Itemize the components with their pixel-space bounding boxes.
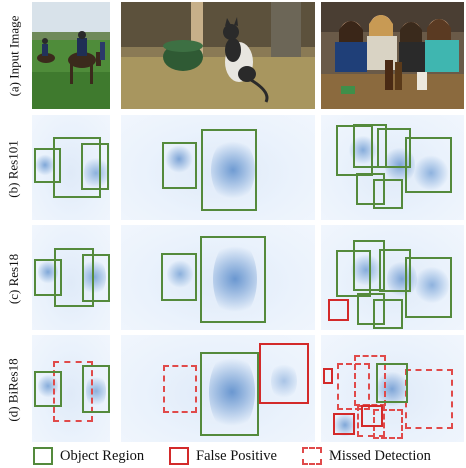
object-region-box xyxy=(353,124,387,168)
horse-riders-illustration xyxy=(32,2,110,109)
object-region-box xyxy=(54,248,94,307)
heatmap-res101-cat xyxy=(121,115,315,220)
heatmap-res101-horse xyxy=(32,115,110,220)
missed-detection-swatch xyxy=(302,447,322,465)
legend-item-false-positive: False Positive xyxy=(169,446,277,466)
row-label-res101: (b) Res101 xyxy=(6,139,22,198)
false-positive-box xyxy=(333,413,355,435)
object-region-box xyxy=(162,142,197,189)
object-region-box xyxy=(82,254,110,302)
object-region-box xyxy=(161,253,197,301)
photo-cat-barn xyxy=(121,2,315,109)
missed-detection-box xyxy=(405,369,453,429)
object-region-swatch xyxy=(33,447,53,465)
object-region-box xyxy=(353,240,385,291)
false-positive-box xyxy=(328,299,349,321)
women-table-illustration xyxy=(321,2,464,109)
photo-horse-riders xyxy=(32,2,110,109)
heatmap-res18-horse xyxy=(32,225,110,330)
legend-label-object-region: Object Region xyxy=(60,447,145,464)
photo-women-table xyxy=(321,2,464,109)
object-region-box xyxy=(201,129,257,211)
object-region-box xyxy=(377,128,411,168)
heatmap-res18-cat xyxy=(121,225,315,330)
missed-detection-box xyxy=(163,365,197,413)
object-region-box xyxy=(373,299,403,329)
object-region-box xyxy=(405,257,452,318)
row-label-input-image: (a) Input Image xyxy=(6,15,22,97)
object-region-box xyxy=(200,236,266,323)
missed-detection-box xyxy=(53,361,93,422)
row-label-bires18: (d) BiRes18 xyxy=(6,357,22,422)
row-label-res18: (c) Res18 xyxy=(6,253,21,304)
object-region-box xyxy=(376,363,408,403)
legend-item-missed-detection: Missed Detection xyxy=(302,446,431,466)
legend-label-false-positive: False Positive xyxy=(196,447,277,464)
heatmap-bires18-horse xyxy=(32,335,110,442)
object-region-box xyxy=(356,173,385,205)
legend: Object Region False Positive Missed Dete… xyxy=(0,444,466,468)
false-positive-box xyxy=(323,368,333,384)
object-region-box xyxy=(379,249,411,292)
heatmap-res101-people xyxy=(321,115,464,220)
object-region-box xyxy=(53,137,101,198)
heatmap-bires18-people xyxy=(321,335,464,442)
legend-item-object-region: Object Region xyxy=(33,446,144,466)
false-positive-box xyxy=(361,405,383,427)
object-region-box xyxy=(373,179,403,209)
legend-label-missed-detection: Missed Detection xyxy=(329,447,431,464)
false-positive-box xyxy=(259,343,309,404)
heatmap-res18-people xyxy=(321,225,464,330)
false-positive-swatch xyxy=(169,447,189,465)
object-region-box xyxy=(200,352,259,436)
object-region-box xyxy=(81,143,109,190)
object-region-box xyxy=(34,371,62,407)
object-region-box xyxy=(34,148,61,183)
object-region-box xyxy=(405,137,452,193)
missed-detection-box xyxy=(373,409,403,439)
cat-barn-illustration xyxy=(121,2,315,109)
object-region-box xyxy=(82,365,110,413)
missed-detection-box xyxy=(337,363,370,410)
object-region-box xyxy=(34,259,62,296)
heatmap-bires18-cat xyxy=(121,335,315,442)
object-region-box xyxy=(357,293,385,325)
